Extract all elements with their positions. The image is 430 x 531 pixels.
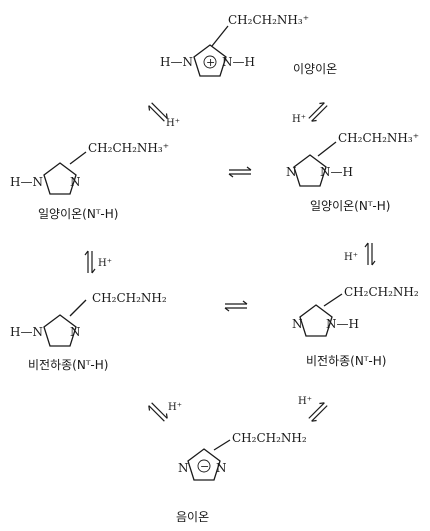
equilibrium-arrow-4 [84,250,96,274]
arrow-5-label: H⁺ [344,252,358,263]
dication-n3: N—H [222,55,255,69]
neutral-left-structure: CH₂CH₂NH₂ H—N N [10,291,167,347]
arrow-8-label: H⁺ [298,396,312,407]
equilibrium-arrow-2 [306,100,330,124]
anion-ring-charge: − [200,460,209,473]
anion-n1: N [178,461,189,475]
arrow-7-label: H⁺ [168,402,182,413]
cation-left-n1: H—N [10,175,43,189]
cation-left-n3: N [70,175,81,189]
arrow-2-label: H⁺ [292,114,306,125]
neutral-right-structure: CH₂CH₂NH₂ N N—H [292,285,419,337]
neutral-right-label: 비전하종(Nᵀ-H) [306,354,386,368]
neutral-right-n1: N [292,317,303,331]
neutral-left-label: 비전하종(Nᵀ-H) [28,358,108,372]
dication-sidechain: CH₂CH₂NH₃⁺ [228,13,309,27]
cation-left-structure: CH₂CH₂NH₃⁺ H—N N [10,141,169,195]
anion-sidechain: CH₂CH₂NH₂ [232,431,307,445]
neutral-left-n3: N [70,325,81,339]
cation-right-sidechain: CH₂CH₂NH₃⁺ [338,131,419,145]
cation-right-structure: CH₂CH₂NH₃⁺ N N—H [286,131,419,187]
anion-label: 음이온 [176,510,209,524]
arrow-4-label: H⁺ [98,258,112,269]
anion-n3: N [216,461,227,475]
cation-left-sidechain: CH₂CH₂NH₃⁺ [88,141,169,155]
cation-left-label: 일양이온(Nᵀ-H) [38,207,118,221]
arrow-1-label: H⁺ [166,118,180,129]
dication-label: 이양이온 [293,62,337,76]
equilibrium-arrow-5 [364,242,376,266]
cation-right-label: 일양이온(Nᵀ-H) [310,199,390,213]
dication-ring-charge: + [206,56,215,69]
neutral-left-n1: H—N [10,325,43,339]
cation-right-n1: N [286,165,297,179]
dication-structure: CH₂CH₂NH₃⁺ + H—N N—H [160,13,309,77]
equilibrium-arrow-3 [228,166,252,178]
neutral-right-sidechain: CH₂CH₂NH₂ [344,285,419,299]
cation-right-n3: N—H [320,165,353,179]
neutral-left-sidechain: CH₂CH₂NH₂ [92,291,167,305]
equilibrium-arrow-7 [146,400,170,424]
equilibrium-arrow-6 [224,300,248,312]
anion-structure: CH₂CH₂NH₂ − N N [178,431,307,481]
neutral-right-n3: N—H [326,317,359,331]
dication-n1: H—N [160,55,193,69]
